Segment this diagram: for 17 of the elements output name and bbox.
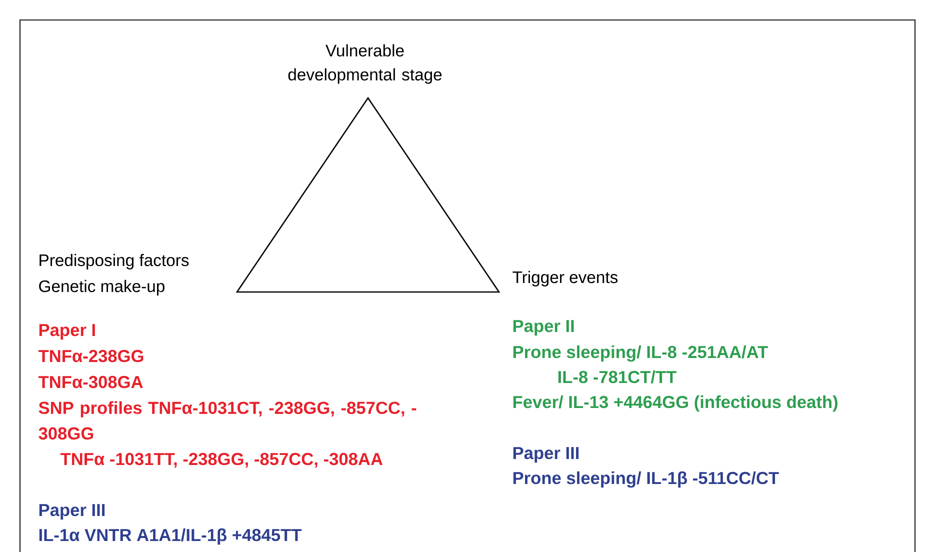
finding-text: Fever/ IL-13 +4464GG (infectious death) [513, 395, 838, 412]
finding-text: Paper I [39, 324, 95, 340]
finding-text: IL-1α VNTR A1A1/IL-1β +4845TT [39, 528, 302, 545]
finding-text: IL-8 -781CT/TT [558, 370, 676, 384]
finding-text: SNP profiles TNFα-1031CT, -238GG, -857CC, -308GG [38, 401, 416, 440]
finding-text: Paper II [513, 320, 574, 336]
corner-label: Predisposing factors [40, 254, 189, 270]
finding-text: Paper III [513, 447, 579, 463]
finding-text: TNFα-308GA [38, 376, 143, 388]
finding-text: TNFα -1031TT, -238GG, -857CC, -308AA [60, 452, 383, 468]
finding-text: Prone sleeping/ IL-1β -511CC/CT [513, 471, 779, 488]
corner-label: Genetic make-up [39, 280, 164, 296]
finding-text: Prone sleeping/ IL-8 -251AA/AT [513, 345, 768, 362]
corner-label: Vulnerable developmental stage [288, 44, 442, 84]
corner-label: Trigger events [512, 270, 618, 286]
finding-text: TNFα-238GG [38, 350, 144, 362]
finding-text: Paper III [39, 504, 105, 520]
